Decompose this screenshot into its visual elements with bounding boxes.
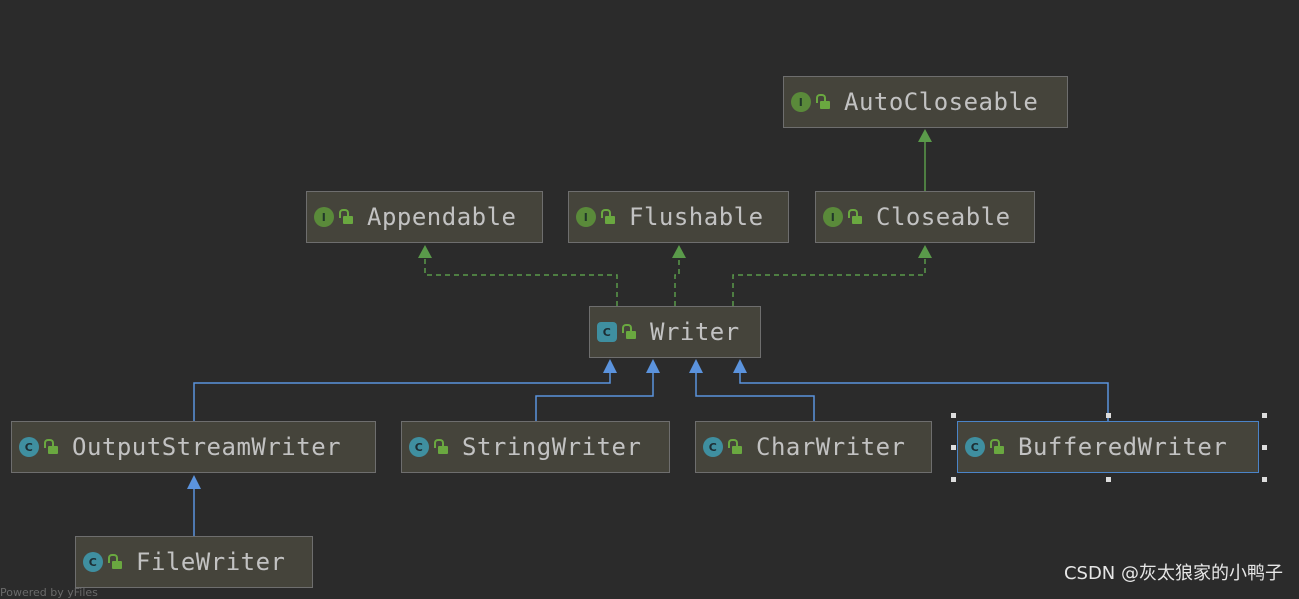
class-icon: C (83, 552, 103, 572)
resize-handle-n[interactable] (1106, 413, 1111, 418)
watermark: CSDN @灰太狼家的小鸭子 (1063, 563, 1283, 584)
resize-handle-ne[interactable] (1262, 413, 1267, 418)
edge-writer-flushable (674, 257, 680, 306)
interface-icon: I (823, 207, 843, 227)
edge-outputstreamwriter-writer (193, 372, 611, 421)
resize-handle-w[interactable] (951, 445, 956, 450)
node-autocloseable[interactable]: I AutoCloseable (783, 76, 1068, 128)
public-access-icon (108, 553, 124, 571)
arrowhead-writer-4 (733, 359, 747, 373)
resize-handle-nw[interactable] (951, 413, 956, 418)
edge-writer-appendable (424, 257, 618, 306)
public-access-icon (728, 438, 744, 456)
public-access-icon (601, 208, 617, 226)
arrowhead-writer-3 (689, 359, 703, 373)
edge-bufferedwriter-writer (739, 372, 1109, 421)
arrowhead-closeable (918, 245, 932, 258)
node-flushable[interactable]: I Flushable (568, 191, 789, 243)
node-closeable[interactable]: I Closeable (815, 191, 1035, 243)
node-charwriter[interactable]: C CharWriter (695, 421, 932, 473)
arrowhead-flushable (672, 245, 686, 258)
class-icon: C (19, 437, 39, 457)
public-access-icon (44, 438, 60, 456)
interface-icon: I (314, 207, 334, 227)
node-outputstreamwriter[interactable]: C OutputStreamWriter (11, 421, 376, 473)
arrowhead-outputstreamwriter (187, 475, 201, 489)
public-access-icon (339, 208, 355, 226)
edge-stringwriter-writer (535, 372, 654, 421)
node-bufferedwriter[interactable]: C BufferedWriter (957, 421, 1259, 473)
class-icon: C (965, 437, 985, 457)
resize-handle-se[interactable] (1262, 477, 1267, 482)
node-label: Closeable (876, 203, 1011, 231)
abstract-class-icon: C (597, 322, 617, 342)
node-label: Writer (650, 318, 740, 346)
edge-charwriter-writer (695, 372, 815, 421)
resize-handle-sw[interactable] (951, 477, 956, 482)
node-stringwriter[interactable]: C StringWriter (401, 421, 670, 473)
arrowhead-writer-1 (603, 359, 617, 373)
arrowhead-autocloseable (918, 129, 932, 142)
node-filewriter[interactable]: C FileWriter (75, 536, 313, 588)
class-icon: C (703, 437, 723, 457)
resize-handle-s[interactable] (1106, 477, 1111, 482)
node-writer[interactable]: C Writer (589, 306, 761, 358)
interface-icon: I (576, 207, 596, 227)
node-label: Flushable (629, 203, 764, 231)
arrowhead-writer-2 (646, 359, 660, 373)
public-access-icon (622, 323, 638, 341)
class-icon: C (409, 437, 429, 457)
public-access-icon (434, 438, 450, 456)
node-label: FileWriter (136, 548, 286, 576)
resize-handle-e[interactable] (1262, 445, 1267, 450)
node-label: OutputStreamWriter (72, 433, 342, 461)
edge-writer-closeable (732, 257, 926, 306)
arrowhead-appendable (418, 245, 432, 258)
public-access-icon (816, 93, 832, 111)
node-label: Appendable (367, 203, 517, 231)
node-appendable[interactable]: I Appendable (306, 191, 543, 243)
public-access-icon (990, 438, 1006, 456)
node-label: CharWriter (756, 433, 906, 461)
node-label: StringWriter (462, 433, 642, 461)
public-access-icon (848, 208, 864, 226)
node-label: AutoCloseable (844, 88, 1039, 116)
interface-icon: I (791, 92, 811, 112)
node-label: BufferedWriter (1018, 433, 1228, 461)
